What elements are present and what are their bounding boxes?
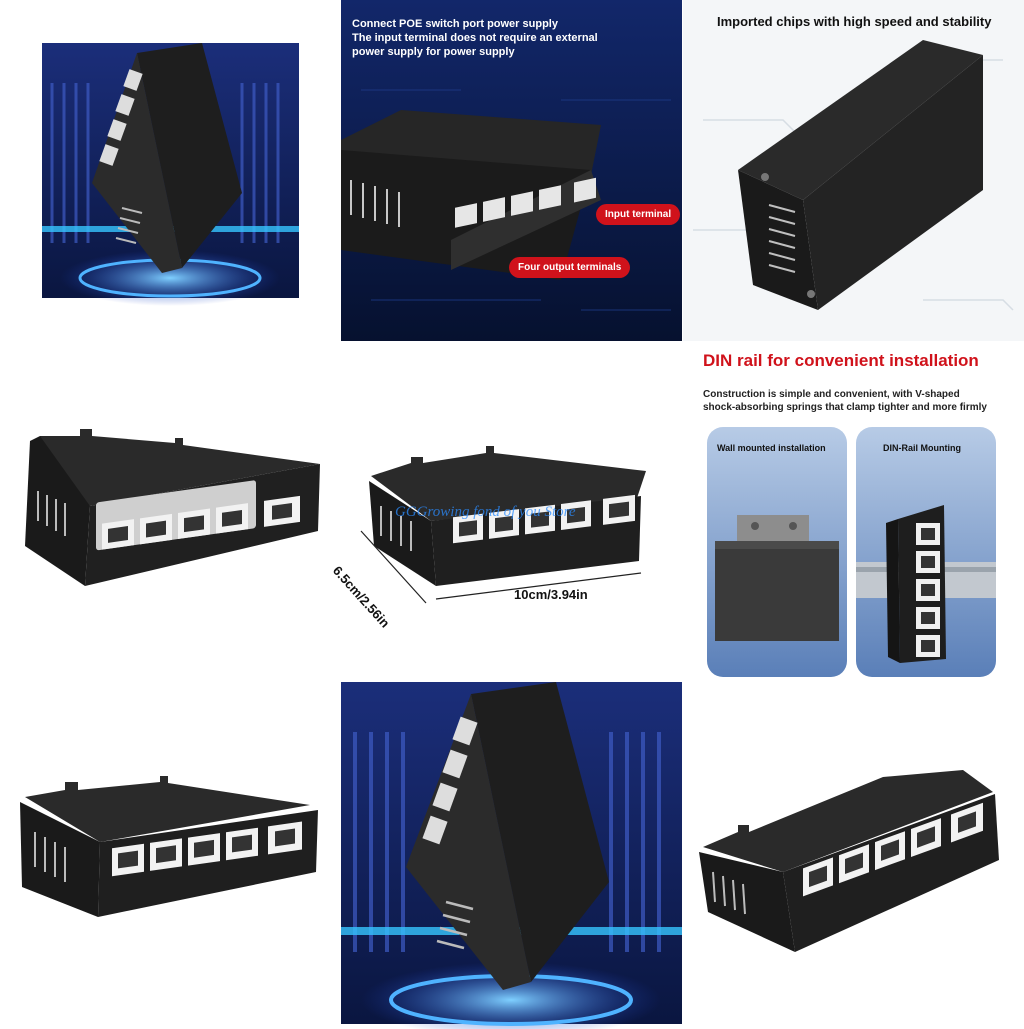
product-image-din-rail[interactable]: DIN rail for convenient installation Con… [683, 341, 1024, 682]
tilted-switch-illustration [42, 43, 299, 306]
din-desc-line-1: Construction is simple and convenient, w… [703, 389, 960, 400]
front-angle-3-switch-illustration [699, 770, 999, 952]
product-image-chips[interactable]: Imported chips with high speed and stabi… [683, 0, 1024, 341]
input-terminal-label: Input terminal [596, 204, 681, 225]
output-terminals-label: Four output terminals [509, 257, 631, 278]
front-angle-2-switch-illustration [20, 776, 318, 917]
wall-mount-card: Wall mounted installation [707, 427, 847, 677]
poe-title-line-1: Connect POE switch port power supply [352, 18, 558, 30]
din-rail-illustration [856, 505, 996, 663]
din-title: DIN rail for convenient installation [703, 351, 979, 370]
tilted-stage-2-illustration [341, 682, 682, 1029]
wall-mount-illustration [715, 515, 839, 641]
poe-switch-illustration [341, 0, 682, 341]
wall-mount-label: Wall mounted installation [717, 443, 826, 453]
product-image-front-angle-2[interactable] [0, 682, 341, 1024]
product-image-tilted-stage-2[interactable] [341, 682, 682, 1029]
chips-switch-illustration [693, 40, 1014, 311]
dimensions-switch-illustration [360, 446, 646, 604]
din-desc-line-2: shock-absorbing springs that clamp tight… [703, 402, 987, 413]
poe-title-line-3: power supply for power supply [352, 46, 515, 58]
product-image-dimensions[interactable]: 6.5cm/2.56in 10cm/3.94in GGGrowing fond … [330, 341, 682, 682]
chips-title: Imported chips with high speed and stabi… [717, 14, 992, 29]
product-image-front-angle-3[interactable] [683, 682, 1024, 1024]
store-watermark: GGGrowing fond of you Store [395, 504, 576, 520]
product-image-front-angle[interactable] [0, 341, 341, 682]
poe-title-line-2: The input terminal does not require an e… [352, 32, 598, 44]
din-rail-label: DIN-Rail Mounting [883, 443, 961, 453]
product-image-tilted-stage[interactable] [42, 43, 299, 306]
product-image-poe-info[interactable]: Connect POE switch port power supply The… [341, 0, 682, 341]
width-dimension-label: 10cm/3.94in [514, 587, 588, 602]
din-rail-card: DIN-Rail Mounting [856, 427, 996, 677]
front-angle-switch-illustration [25, 429, 320, 586]
